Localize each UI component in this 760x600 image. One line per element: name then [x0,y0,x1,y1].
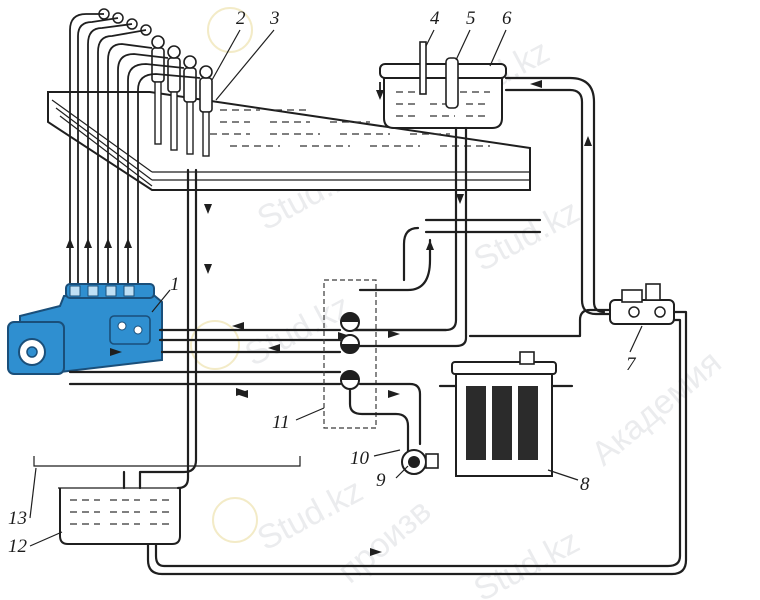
probe-4 [419,41,427,95]
main-fuel-lines [68,322,448,398]
injection-pump-1 [7,283,163,375]
label-5: 5 [466,8,476,29]
watermark-logo [212,497,258,543]
injector [199,65,213,157]
watermark: Stud.kz [468,192,586,279]
probe-5 [445,57,459,109]
label-6: 6 [502,8,512,29]
label-7: 7 [626,354,637,375]
label-9: 9 [376,470,386,491]
engine-block [47,91,531,191]
label-3: 3 [269,8,280,29]
high-pressure-lines [66,13,201,290]
transfer-pump-7 [146,283,688,576]
fine-filter-6 [376,41,507,129]
label-8: 8 [580,474,590,495]
label-12: 12 [8,536,28,557]
label-1: 1 [170,274,180,295]
label-13: 13 [8,508,27,529]
tank-return-lines [122,168,212,490]
label-4: 4 [430,8,440,29]
watermark: Stud.kz [468,522,586,600]
part-labels: 1 2 3 4 5 6 7 8 9 10 11 12 13 [8,8,643,557]
watermark-logo [190,320,240,370]
watermark: Академия [584,343,729,473]
watermark-logo [207,7,253,53]
bracket-13 [33,456,301,467]
coarse-filter-8 [438,351,574,477]
hand-primer-pump-9 [401,449,439,475]
distributor-valves-11 [323,279,422,454]
pump7-to-main [468,308,612,338]
engine-cylinder-head [47,91,531,191]
label-11: 11 [272,412,290,433]
label-2: 2 [236,8,246,29]
fuel-level-lines [396,91,490,117]
fuel-level-lines [210,109,490,147]
fuel-level-lines [70,499,172,525]
label-10: 10 [350,448,370,469]
fuel-tank-12 [58,487,182,545]
